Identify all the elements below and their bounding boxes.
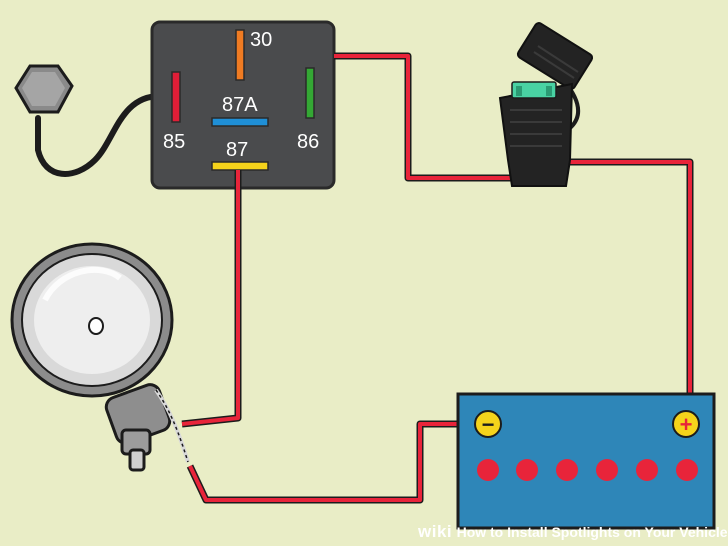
- relay-label-87a: 87A: [222, 94, 258, 116]
- relay-label-86: 86: [297, 131, 319, 153]
- relay-pin-86-blade: [305, 67, 315, 119]
- light-feed-wire: [181, 170, 242, 428]
- battery-cell: [676, 459, 698, 481]
- relay-pin-87a-blade: [211, 117, 269, 127]
- positive-symbol: +: [680, 412, 693, 437]
- watermark-brand: wiki: [418, 522, 453, 541]
- spotlight: [10, 242, 190, 472]
- blade-fuse: [511, 81, 557, 99]
- relay-label-30: 30: [250, 29, 272, 51]
- fuse-holder: [498, 22, 594, 187]
- battery-cell: [556, 459, 578, 481]
- power-wire: [334, 52, 694, 408]
- relay-label-85: 85: [163, 131, 185, 153]
- relay-pin-85-blade: [171, 71, 181, 123]
- battery: − +: [456, 392, 716, 530]
- relay-label-87: 87: [226, 139, 248, 161]
- relay-pin-30-blade: [235, 29, 245, 81]
- relay-pin-87-blade: [211, 161, 269, 171]
- negative-symbol: −: [482, 412, 495, 437]
- relay: 30 85 87A 86 87: [150, 20, 336, 190]
- watermark: wiki How to Install Spotlights on Your V…: [418, 522, 728, 546]
- return-wire: [186, 420, 478, 504]
- battery-cell: [516, 459, 538, 481]
- battery-cell: [596, 459, 618, 481]
- hex-bolt-icon: [14, 64, 74, 114]
- battery-positive-terminal: +: [672, 410, 700, 438]
- battery-cell: [636, 459, 658, 481]
- ground-wire: [35, 93, 163, 177]
- battery-negative-terminal: −: [474, 410, 502, 438]
- watermark-title: How to Install Spotlights on Your Vehicl…: [456, 524, 728, 540]
- battery-cell: [477, 459, 499, 481]
